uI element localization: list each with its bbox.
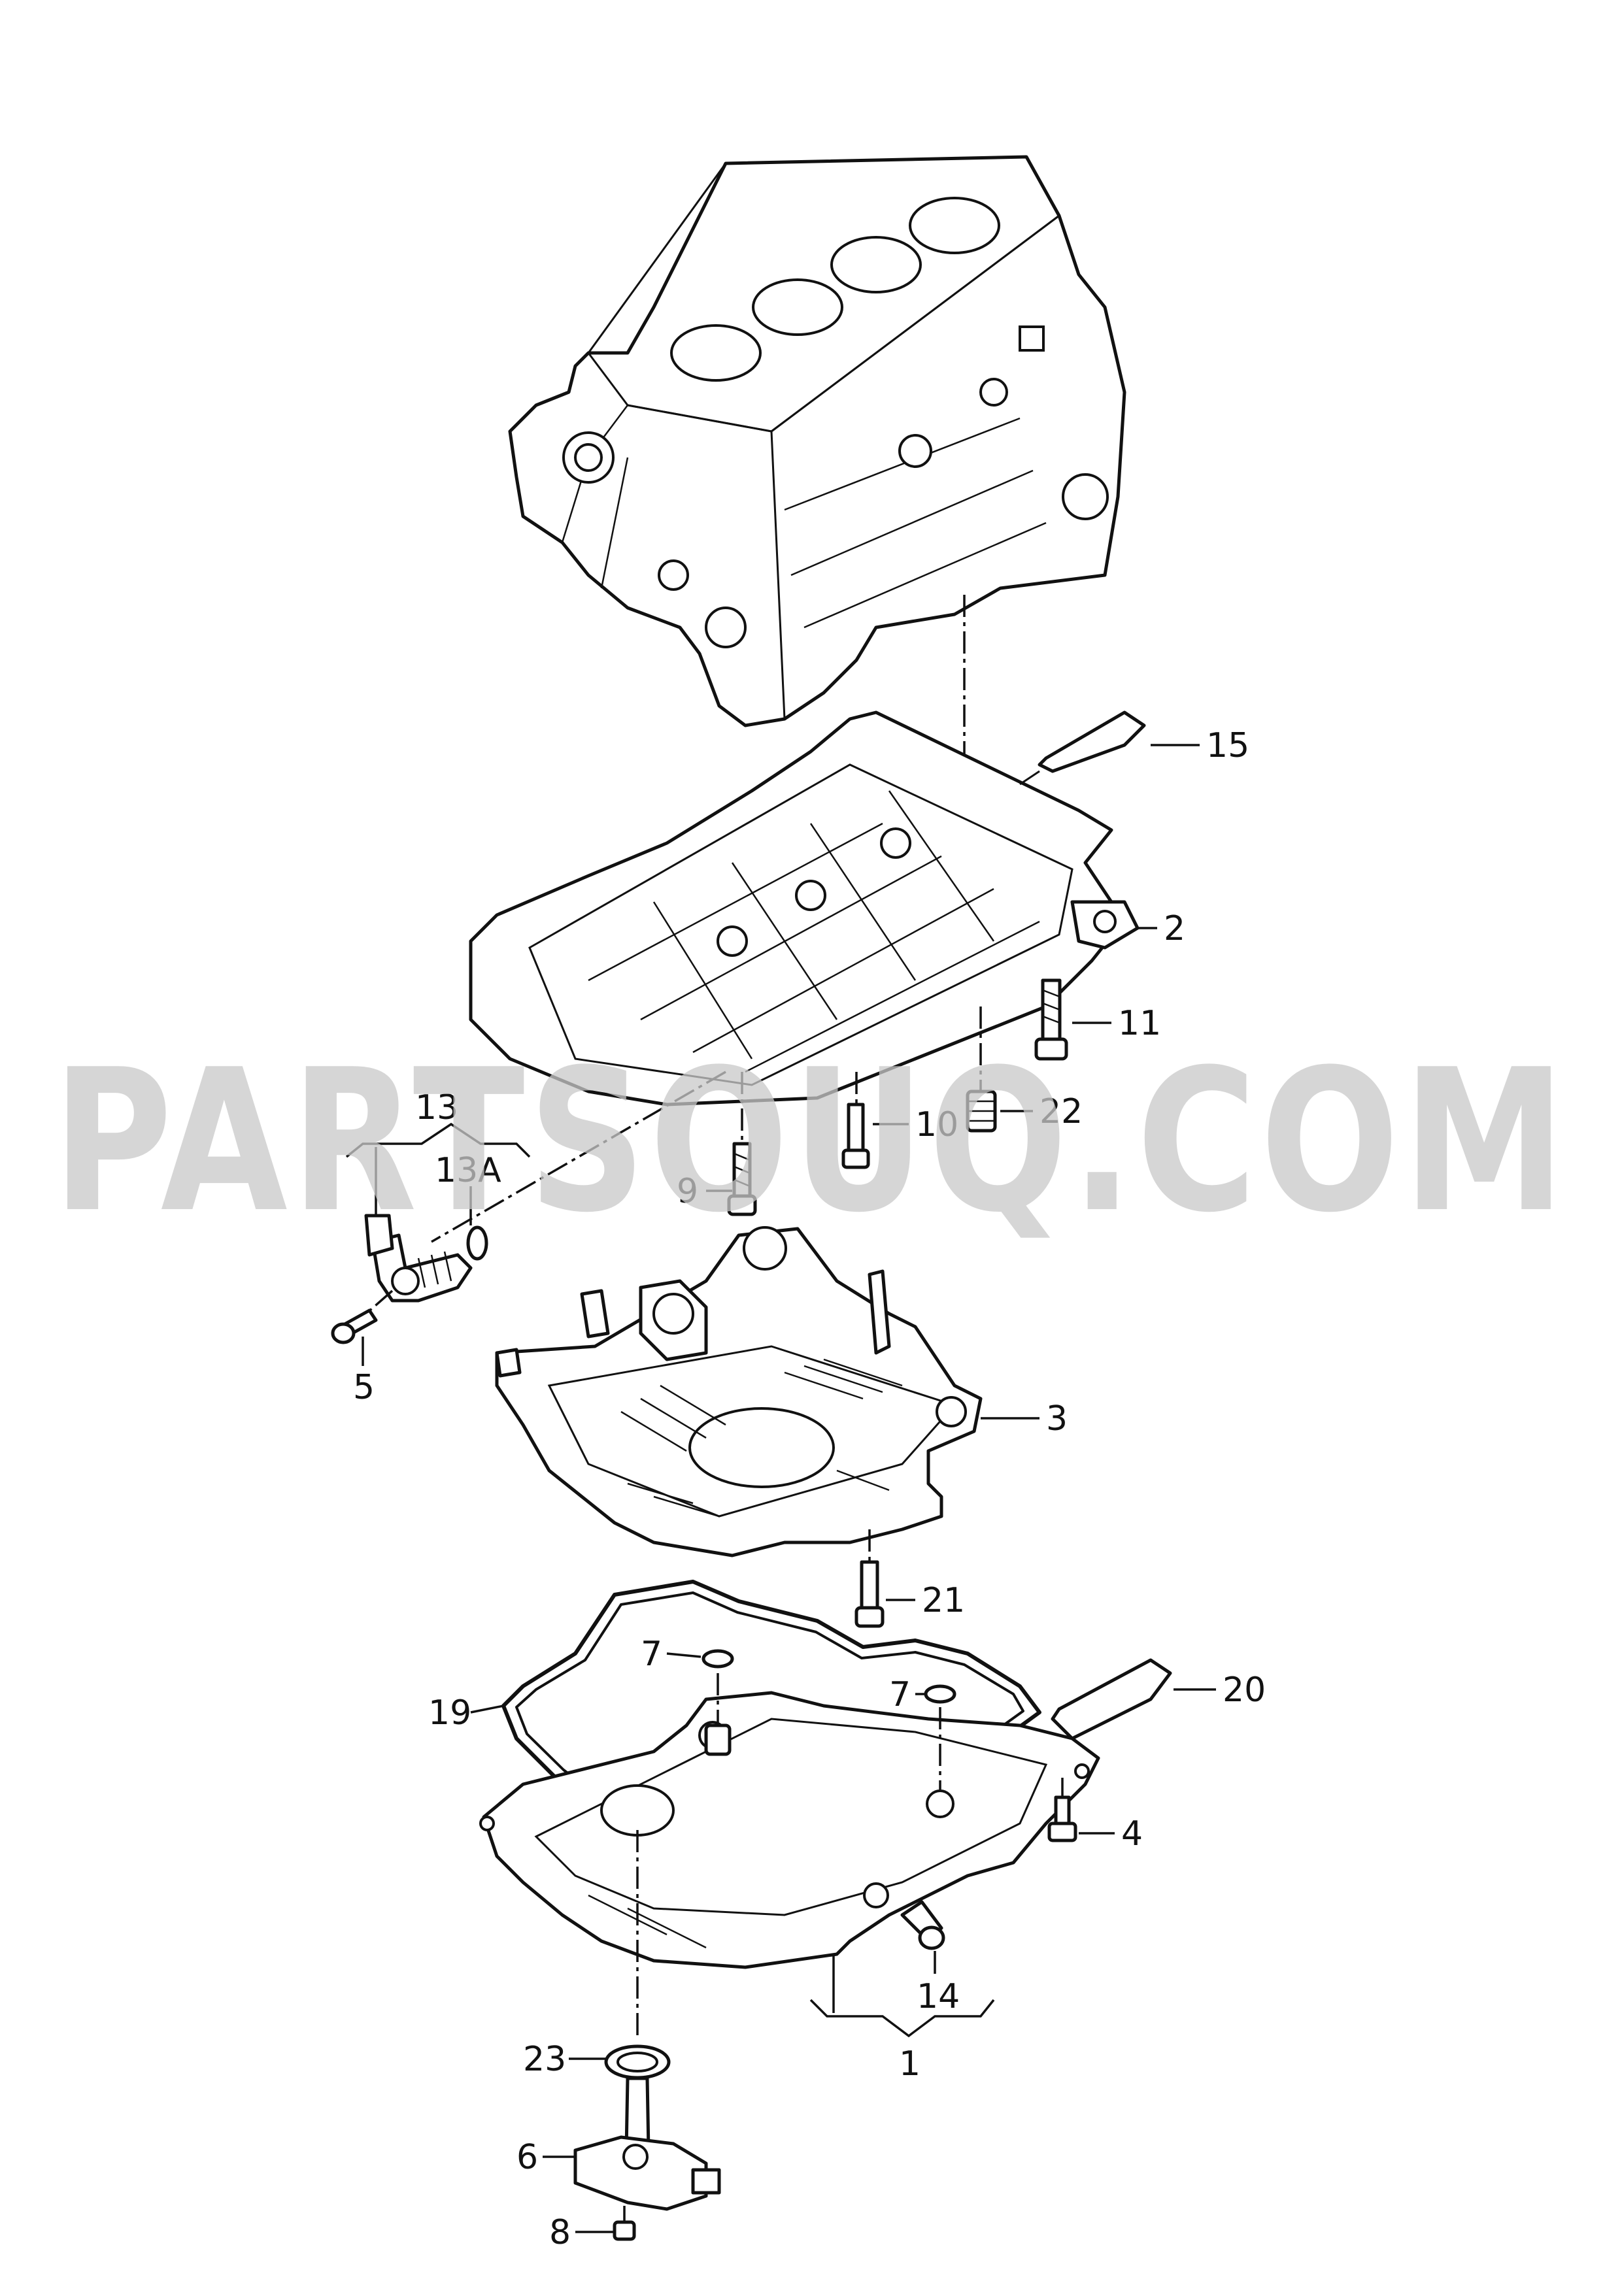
callout-11: 11: [1118, 1004, 1161, 1043]
plug-22: [966, 1007, 997, 1133]
leader-lines: [345, 744, 1216, 2233]
bolt-21: [854, 1529, 885, 1628]
oil-pressure-switch-13: [364, 1214, 473, 1303]
o-ring-23: [604, 2044, 671, 2080]
bolt-8: [613, 2206, 636, 2241]
callout-20: 20: [1223, 1671, 1266, 1710]
baffle-plate: [495, 1226, 983, 1557]
sealant-tube-20: [1051, 1658, 1172, 1740]
watermark: PARTSOUQ.COM: [52, 1027, 1569, 1256]
bedplate-ladder-frame: [469, 710, 1140, 1106]
callout-4: 4: [1121, 1814, 1143, 1854]
callout-7-left: 7: [641, 1635, 662, 1674]
callout-21: 21: [922, 1581, 965, 1620]
callout-9: 9: [677, 1172, 698, 1211]
callout-1: 1: [899, 2044, 921, 2084]
callout-6: 6: [516, 2138, 538, 2177]
callout-13: 13: [415, 1088, 458, 1127]
drain-plug-14: [900, 1900, 945, 1950]
callout-13a: 13A: [435, 1151, 501, 1190]
bolt-5: [331, 1289, 394, 1344]
callout-7-right: 7: [889, 1675, 911, 1714]
callout-5: 5: [353, 1368, 375, 1407]
callout-10: 10: [915, 1105, 958, 1144]
assembly-line-switch: [431, 1071, 726, 1243]
callout-14: 14: [917, 1977, 960, 2016]
bolt-11: [1034, 978, 1068, 1061]
engine-block: [508, 155, 1126, 727]
sealant-tube-15: [1019, 710, 1146, 786]
bolt-9: [727, 1072, 757, 1216]
callout-8: 8: [549, 2213, 571, 2252]
callout-labels: 15 2 11 22 10 9 13 13A 5 3 21 7 7 19 20 …: [353, 726, 1266, 2252]
o-ring-13a: [466, 1225, 488, 1261]
callout-22: 22: [1039, 1092, 1083, 1131]
callout-2: 2: [1164, 909, 1185, 948]
seal-7-left: [701, 1649, 734, 1756]
seal-7-right: [924, 1684, 956, 1791]
callout-3: 3: [1046, 1399, 1068, 1439]
callout-23: 23: [523, 2040, 566, 2079]
callout-19: 19: [428, 1693, 471, 1733]
oil-pan: [479, 1691, 1100, 1969]
bolt-4: [1047, 1778, 1077, 1842]
oil-level-sensor-6: [573, 2076, 721, 2211]
callout-15: 15: [1206, 726, 1249, 765]
bolt-10: [841, 1072, 870, 1169]
